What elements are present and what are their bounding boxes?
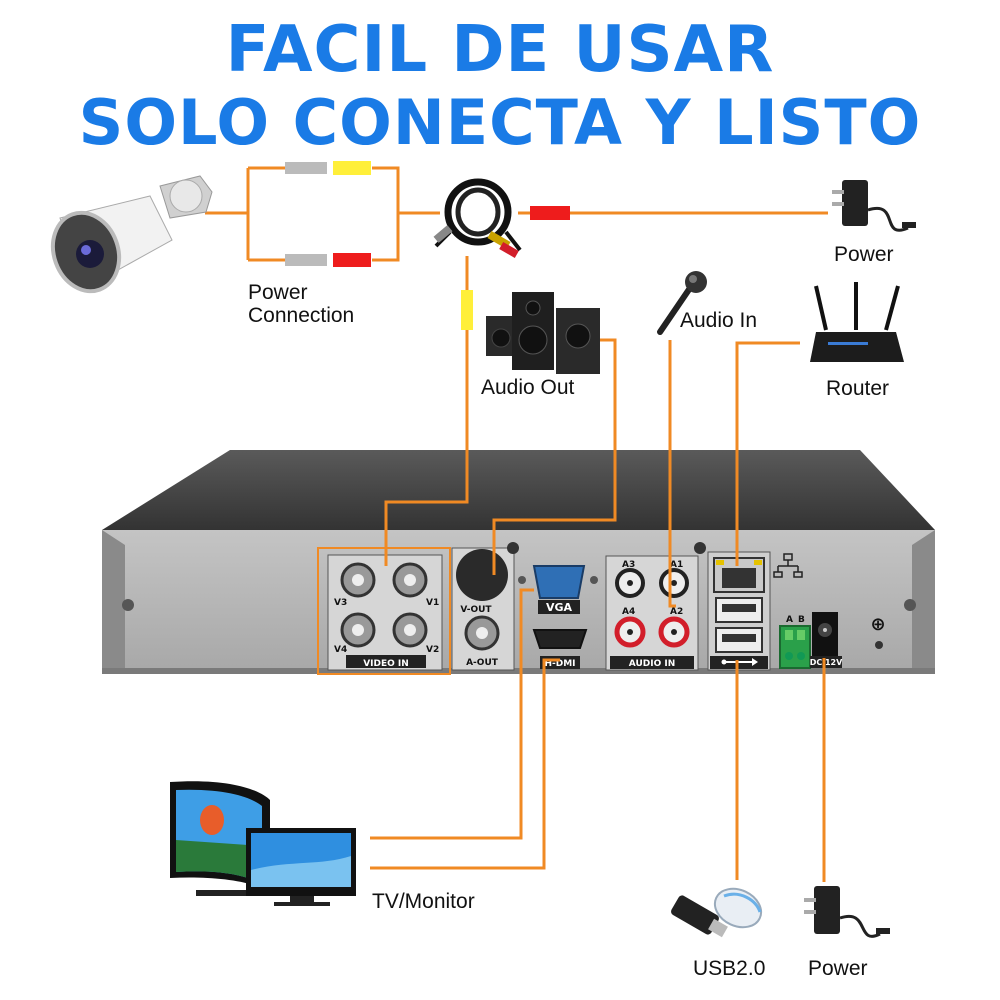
a3-label: A3 — [622, 560, 635, 570]
rca-port-a2[interactable] — [658, 616, 690, 648]
rca-port-a4[interactable] — [614, 616, 646, 648]
audio-in-panel-label: AUDIO IN — [629, 659, 675, 669]
v1-label: V1 — [426, 598, 439, 608]
vga-label: VGA — [546, 601, 573, 614]
router-label: Router — [826, 377, 890, 400]
usb-port-1[interactable] — [715, 597, 763, 623]
rca-port-a1[interactable] — [659, 568, 689, 598]
rs485-terminal[interactable] — [779, 625, 811, 669]
rs485-a-label: A — [786, 615, 793, 625]
wires — [205, 166, 828, 882]
bullet-camera-icon — [50, 175, 213, 294]
v4-label: V4 — [334, 645, 347, 655]
v-out-label: V-OUT — [460, 605, 492, 615]
power-top-label: Power — [834, 243, 894, 266]
out-block: V-OUT A-OUT — [451, 547, 515, 671]
tv-monitor-label: TV/Monitor — [372, 890, 475, 913]
audio-in-label: Audio In — [680, 309, 758, 332]
lan-usb-block — [707, 551, 803, 671]
hdmi-label: H-DMI — [544, 659, 575, 669]
a-out-label: A-OUT — [466, 658, 499, 668]
video-in-block: VIDEO IN V3 V1 V4 V2 — [317, 547, 451, 675]
headline-line1: FACIL DE USAR — [225, 13, 775, 87]
router-icon — [810, 282, 904, 362]
audio-out-label: Audio Out — [481, 376, 575, 399]
dc12v-label: DC 12V — [810, 658, 843, 667]
mouse-icon — [713, 887, 763, 929]
v-out-port[interactable] — [456, 549, 508, 601]
ground-icon: ⊕ — [870, 614, 885, 635]
video-in-label: VIDEO IN — [363, 659, 409, 669]
power-adapter-bottom-icon — [804, 886, 890, 938]
bnc-port-v2[interactable] — [392, 612, 428, 648]
bnc-cable-icon — [433, 178, 522, 258]
usb-port-2[interactable] — [715, 627, 763, 653]
ethernet-port[interactable] — [713, 557, 765, 593]
microphone-icon — [657, 271, 707, 335]
power-connection-label: Power Connection — [248, 281, 355, 328]
speaker-icon — [486, 292, 600, 374]
bnc-port-v3[interactable] — [340, 562, 376, 598]
network-symbol-icon — [773, 553, 803, 578]
vga-port[interactable]: VGA — [532, 565, 586, 614]
a2-label: A2 — [670, 607, 683, 617]
bnc-port-v4[interactable] — [340, 612, 376, 648]
rs485-b-label: B — [798, 615, 805, 625]
a1-label: A1 — [670, 560, 683, 570]
usb-label: USB2.0 — [693, 957, 766, 980]
v3-label: V3 — [334, 598, 347, 608]
audio-in-block: AUDIO IN A3 A1 A4 A2 — [605, 555, 699, 671]
dc-power-jack[interactable]: DC 12V — [810, 612, 843, 668]
a4-label: A4 — [622, 607, 635, 617]
tv-icon — [170, 781, 356, 906]
a-out-port[interactable] — [464, 615, 500, 651]
usb-drive-icon — [671, 895, 728, 938]
power-bottom-label: Power — [808, 957, 868, 980]
rca-port-a3[interactable] — [615, 568, 645, 598]
power-adapter-icon — [832, 180, 916, 232]
headline-line2: SOLO CONECTA Y LISTO — [78, 86, 922, 159]
connector-blocks — [285, 161, 570, 330]
bnc-port-v1[interactable] — [392, 562, 428, 598]
v2-label: V2 — [426, 645, 439, 655]
